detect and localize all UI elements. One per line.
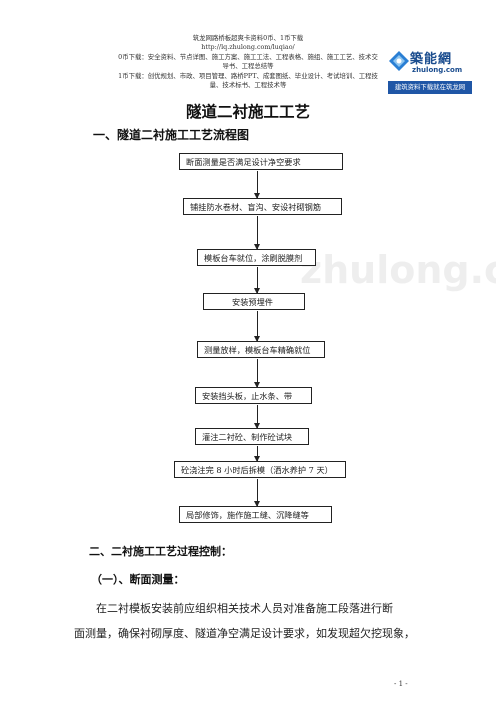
logo-mark-icon xyxy=(389,51,409,71)
header-line-5: 1币下载：创优规划、市政、项目管理、路桥PPT、成套图纸、毕业设计、考试培训、工… xyxy=(118,72,378,80)
flow-arrow-6 xyxy=(254,405,260,429)
flow-step-5: 测量放样，模板台车精确就位 xyxy=(197,341,325,358)
logo-banner: 建筑资料下载就在筑龙网 xyxy=(388,81,472,94)
flow-step-8: 砼浇注完 8 小时后拆模（洒水养护 7 天） xyxy=(174,461,346,478)
flow-step-3: 模板台车就位，涂刷脱膜剂 xyxy=(197,249,316,266)
flow-step-4: 安装预埋件 xyxy=(203,293,305,310)
document-title: 隧道二衬施工工艺 xyxy=(185,102,310,121)
flow-arrow-5 xyxy=(254,359,260,388)
zhulong-logo[interactable]: 築能網 zhulong.com 建筑资料下载就在筑龙网 xyxy=(388,48,472,98)
flow-step-2: 铺挂防水卷材、盲沟、安设衬砌钢筋 xyxy=(183,198,342,215)
section-heading-2: 二、二衬施工工艺过程控制： xyxy=(89,545,232,558)
flow-arrow-1 xyxy=(254,171,260,199)
logo-name: 築能網 xyxy=(410,52,453,67)
section-heading-1: 一、隧道二衬施工工艺流程图 xyxy=(93,128,250,142)
header-line-2[interactable]: http://lq.zhulong.com/luqiao/ xyxy=(201,43,295,51)
logo-site: zhulong.com xyxy=(412,66,463,74)
body-paragraph: 在二衬模板安装前应组织相关技术人员对准备施工段落进行断 面测量，确保衬砌厚度、隧… xyxy=(74,596,424,646)
flow-step-7: 灌注二衬砼、制作砼试块 xyxy=(195,428,309,445)
header-line-4: 导书、工程总结等 xyxy=(222,62,274,70)
flow-arrow-4 xyxy=(254,311,260,342)
paragraph-line-1: 在二衬模板安装前应组织相关技术人员对准备施工段落进行断 xyxy=(96,602,393,615)
flow-arrow-8 xyxy=(254,479,260,507)
flow-step-9: 局部修饰，施作施工缝、沉降缝等 xyxy=(179,506,332,523)
watermark: zhulong.com xyxy=(300,248,496,292)
flow-arrow-2 xyxy=(254,216,260,250)
header-line-1: 筑龙网路桥板超爽卡资料0币、1币下载 xyxy=(192,34,304,42)
flow-step-1: 断面测量是否满足设计净空要求 xyxy=(179,153,343,170)
paragraph-line-2: 面测量，确保衬砌厚度、隧道净空满足设计要求，如发现超欠挖现象， xyxy=(74,627,415,640)
flow-arrow-7 xyxy=(254,446,260,462)
header-line-3: 0币下载：安全资料、节点详图、施工方案、施工工法、工程表格、施组、施工工艺、技术… xyxy=(118,53,378,61)
flow-step-6: 安装挡头板，止水条、带 xyxy=(195,387,312,404)
flow-arrow-3 xyxy=(254,267,260,294)
subsection-heading-1: （一）、断面测量： xyxy=(91,573,185,586)
header-line-6: 量、技术标书、工程技术等 xyxy=(209,81,287,89)
page-number: - 1 - xyxy=(394,680,408,688)
